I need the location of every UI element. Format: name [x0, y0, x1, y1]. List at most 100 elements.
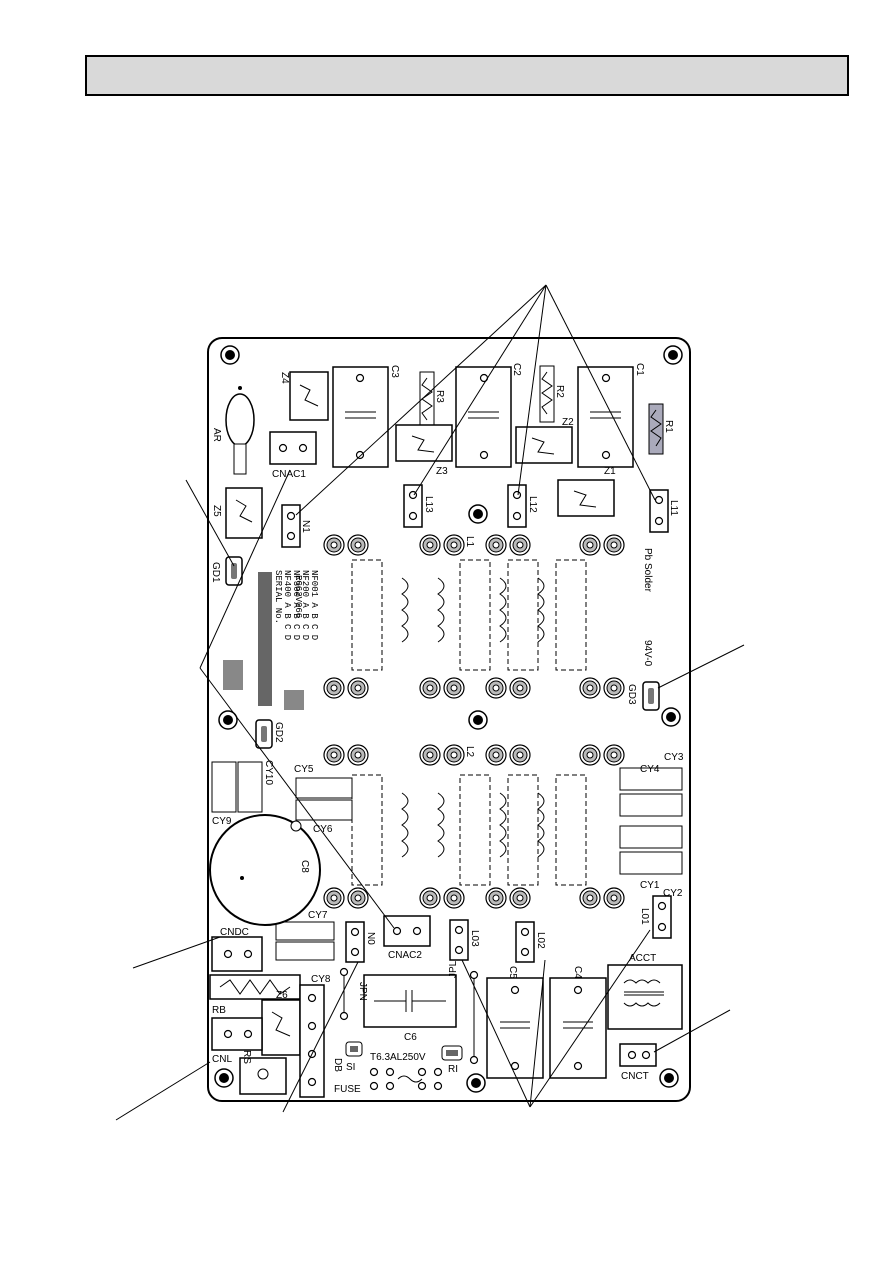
label-l11: L11 [668, 500, 679, 516]
capacitor-c1 [577, 366, 634, 468]
label-flammability: 94V-0 [642, 640, 653, 667]
label-r3: R3 [434, 390, 445, 403]
label-board-id: RG62V066 [293, 575, 303, 618]
nf-line-2: NF200 A B C D [300, 570, 310, 640]
label-z5: Z5 [211, 505, 222, 517]
connector-l12 [507, 484, 527, 528]
connector-l11 [649, 489, 669, 533]
label-db: DB [332, 1058, 343, 1072]
resistor-r2 [539, 365, 555, 423]
label-cy8: CY8 [311, 974, 331, 985]
label-c8: C8 [299, 860, 310, 873]
transformer-acct [607, 964, 683, 1030]
y-capacitors-right [619, 767, 683, 875]
connector-l01 [652, 895, 672, 939]
label-cnac2: CNAC2 [388, 950, 422, 961]
varistor-z6 [261, 999, 301, 1056]
label-fuse-rating: T6.3AL250V [370, 1052, 426, 1063]
label-jpn: JPN [357, 982, 368, 1001]
connector-l03 [449, 919, 469, 961]
label-jpl: JPL [448, 960, 459, 978]
choke-l2 [323, 744, 625, 909]
fuse [369, 1067, 443, 1091]
connector-n1 [281, 504, 301, 548]
label-l01: L01 [639, 908, 650, 925]
label-c1: C1 [634, 363, 645, 376]
jumper-jpl [469, 970, 479, 1065]
y-capacitors-left [211, 761, 353, 961]
label-z3: Z3 [436, 466, 448, 477]
jumper-jpn [339, 967, 349, 1021]
gd1-marker [225, 556, 243, 586]
varistor-z4 [289, 371, 329, 421]
label-cy9: CY9 [212, 816, 232, 827]
label-r2: R2 [554, 385, 565, 398]
label-cy10: CY10 [263, 760, 274, 785]
ri-marker [441, 1045, 463, 1061]
capacitor-c3 [332, 366, 389, 468]
connector-n0 [345, 921, 365, 963]
label-l02: L02 [535, 932, 546, 949]
nf-line-5: SERIAL No. [273, 570, 283, 624]
label-c4: C4 [572, 966, 583, 979]
label-n1: N1 [300, 520, 311, 533]
resistor-rb [209, 974, 301, 1000]
label-cy2: CY2 [663, 888, 683, 899]
connector-l13 [403, 484, 423, 528]
varistor-z5 [225, 487, 263, 539]
label-cnct: CNCT [621, 1071, 649, 1082]
header-box [85, 55, 849, 96]
connector-l02 [515, 921, 535, 963]
label-z1: Z1 [604, 466, 616, 477]
arrester-ar [225, 386, 255, 475]
label-cy4: CY4 [640, 764, 660, 775]
choke-l1 [323, 534, 625, 699]
label-rs: RS [241, 1050, 252, 1064]
resistor-r1 [648, 403, 664, 455]
label-l2: L2 [464, 746, 475, 758]
labels: C3 C2 C1 R3 R2 R1 Z4 Z3 Z2 Z1 Z5 Z6 AR C… [210, 363, 684, 1095]
nf-line-3: NF300 A B C D [291, 570, 301, 640]
connector-cnac1 [269, 431, 317, 465]
label-cy7: CY7 [308, 910, 328, 921]
label-rb: RB [212, 1005, 226, 1016]
label-n0: N0 [365, 932, 376, 945]
label-z4: Z4 [279, 372, 290, 384]
label-cndc: CNDC [220, 927, 249, 938]
board-outline [207, 337, 691, 1102]
si-marker [345, 1041, 363, 1057]
label-cnac1: CNAC1 [272, 469, 306, 480]
label-acct: ACCT [629, 953, 656, 964]
label-fuse: FUSE [334, 1084, 361, 1095]
diode-bridge-db [299, 984, 325, 1098]
label-c5: C5 [507, 966, 518, 979]
gd2-marker [255, 719, 273, 749]
capacitor-c4 [549, 977, 607, 1079]
label-l13: L13 [423, 496, 434, 513]
varistor-z1 [557, 479, 615, 517]
gd3-marker [642, 681, 660, 711]
label-ar: AR [211, 428, 222, 442]
varistor-z2 [515, 426, 573, 464]
label-c6: C6 [404, 1032, 417, 1043]
label-cy6: CY6 [313, 824, 333, 835]
label-cnl: CNL [212, 1054, 232, 1065]
connector-cndc [211, 936, 263, 972]
label-l1: L1 [464, 536, 475, 548]
label-cy5: CY5 [294, 764, 314, 775]
label-r1: R1 [663, 420, 674, 433]
label-cy3: CY3 [664, 752, 684, 763]
capacitor-c8 [209, 814, 321, 926]
label-ri: RI [448, 1064, 458, 1075]
connector-cnl [211, 1017, 263, 1051]
serial-block [223, 572, 304, 710]
label-c3: C3 [389, 365, 400, 378]
nf-line-1: NF001 A B C D [309, 570, 319, 640]
label-cy1: CY1 [640, 880, 660, 891]
nf-line-4: NF400 A B C D [282, 570, 292, 640]
capacitor-c6 [363, 974, 457, 1028]
label-z6: Z6 [276, 990, 288, 1001]
label-l12: L12 [527, 496, 538, 513]
label-z2: Z2 [562, 417, 574, 428]
